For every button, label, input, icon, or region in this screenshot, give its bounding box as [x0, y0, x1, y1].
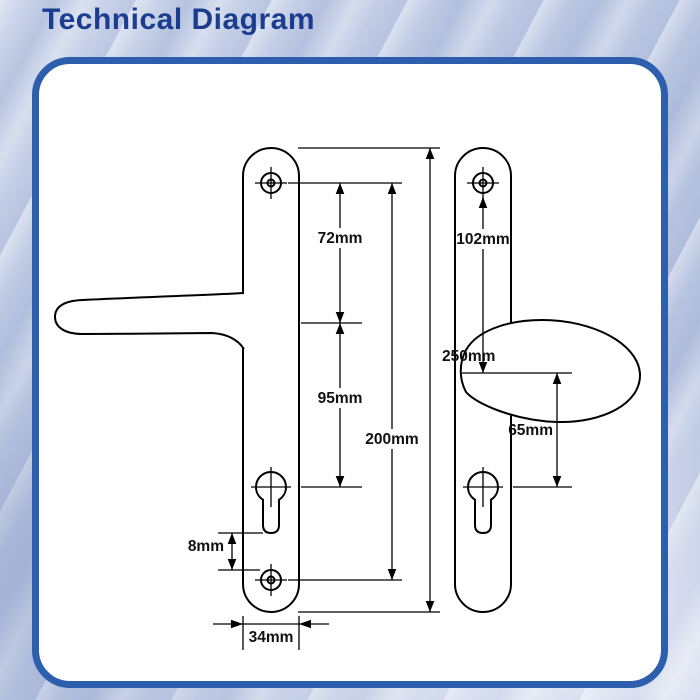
- dimension-line-34mm: [213, 619, 329, 629]
- right-euro-keyhole: [463, 467, 503, 535]
- page-title: Technical Diagram: [42, 3, 316, 36]
- lever-handle: [53, 292, 245, 350]
- dimension-lines: [213, 148, 562, 629]
- dimension-label-200mm: 200mm: [365, 431, 418, 448]
- dimension-extension-lines: [218, 147, 572, 650]
- pad-handle: [459, 318, 642, 424]
- right-top-screw: [467, 167, 499, 199]
- dimension-labels: 72mm 102mm 250mm 95mm 200mm 65mm 8mm 34m…: [188, 230, 553, 646]
- dimension-label-72mm: 72mm: [318, 230, 363, 247]
- left-bottom-screw: [255, 564, 287, 596]
- dimension-label-34mm: 34mm: [249, 629, 294, 646]
- dimension-label-102mm: 102mm: [456, 231, 509, 248]
- dimension-label-65mm: 65mm: [508, 422, 553, 439]
- dimension-label-250mm: 250mm: [442, 348, 495, 365]
- left-top-screw: [255, 167, 287, 199]
- left-euro-keyhole: [251, 467, 291, 535]
- dimension-label-95mm: 95mm: [318, 390, 363, 407]
- left-backplate: [242, 147, 300, 613]
- dimension-label-8mm: 8mm: [188, 538, 224, 555]
